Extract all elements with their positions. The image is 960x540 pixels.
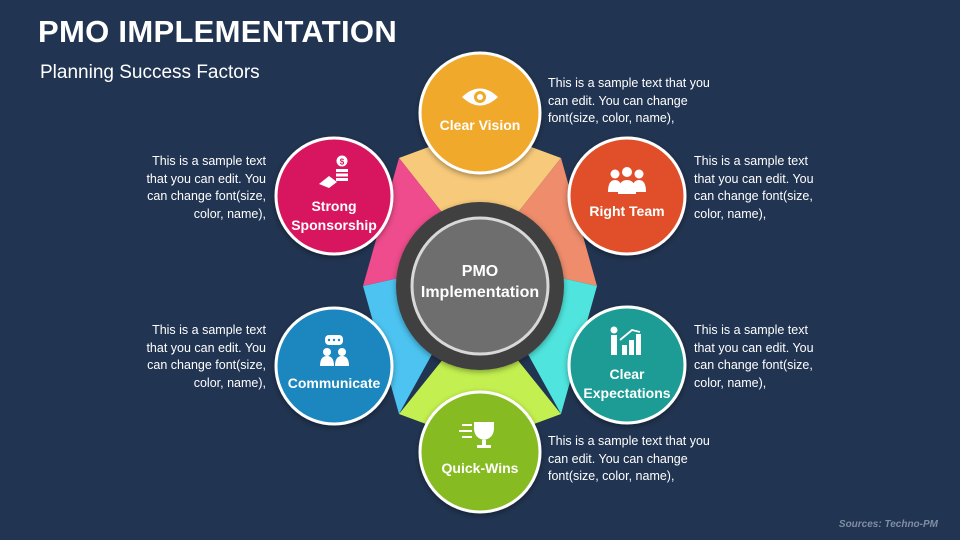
- factor-label-line1: Clear: [609, 366, 645, 382]
- growth-chart-icon: [610, 326, 641, 355]
- factor-label: Right Team: [589, 203, 664, 219]
- factor-label-line2: Expectations: [583, 385, 670, 401]
- slide-subtitle: Planning Success Factors: [40, 62, 260, 83]
- description-clear-expectations: This is a sample text that you can edit.…: [694, 323, 814, 390]
- center-label-line1: PMO: [462, 263, 498, 280]
- factor-right-team: Right Team: [567, 136, 687, 256]
- description-right-team: This is a sample text that you can edit.…: [694, 154, 814, 221]
- factor-strong-sponsorship: $ Strong Sponsorship: [274, 136, 394, 256]
- factor-circle: [418, 51, 542, 175]
- description-quick-wins: This is a sample text that you can edit.…: [548, 434, 710, 483]
- factor-circle: [567, 305, 687, 425]
- team-icon: [608, 167, 646, 194]
- factor-label: Clear Vision: [440, 117, 521, 133]
- factor-circle: [274, 136, 394, 256]
- slide-title: PMO IMPLEMENTATION: [38, 14, 398, 49]
- factor-label-line1: Strong: [311, 198, 356, 214]
- factor-label: Communicate: [288, 375, 381, 391]
- center-label-line2: Implementation: [421, 284, 539, 301]
- svg-text:$: $: [340, 158, 345, 167]
- source-note: Sources: Techno-PM: [838, 519, 938, 530]
- factor-label-line2: Sponsorship: [291, 217, 377, 233]
- factor-circle: [418, 390, 542, 514]
- factor-clear-vision: Clear Vision: [418, 51, 542, 175]
- factor-label: Quick-Wins: [442, 460, 519, 476]
- factor-circle: [567, 136, 687, 256]
- eye-icon: [462, 88, 498, 106]
- factor-communicate: Communicate: [274, 306, 394, 426]
- chat-users-icon: [320, 335, 349, 366]
- description-strong-sponsorship: This is a sample text that you can edit.…: [146, 154, 266, 221]
- description-communicate: This is a sample text that you can edit.…: [146, 323, 266, 390]
- center-hub: [410, 216, 550, 356]
- money-hand-icon: $: [319, 155, 348, 188]
- factor-clear-expectations: Clear Expectations: [567, 305, 687, 425]
- trophy-icon: [459, 422, 494, 448]
- factor-quick-wins: Quick-Wins: [418, 390, 542, 514]
- description-clear-vision: This is a sample text that you can edit.…: [548, 76, 710, 125]
